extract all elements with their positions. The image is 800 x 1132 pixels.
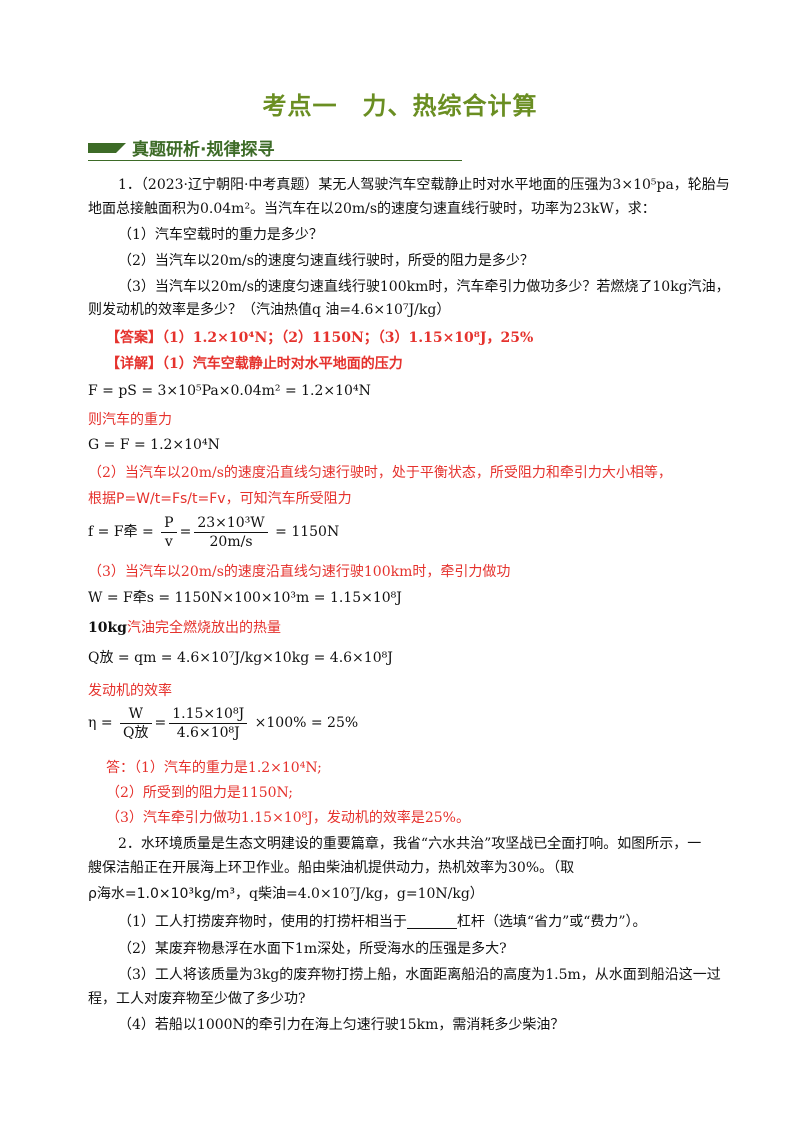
q2-sub3-line2: 程，工人对废弃物至少做了多少功? bbox=[88, 991, 306, 1007]
page-title: 考点一 力、热综合计算 bbox=[262, 92, 538, 120]
q1-detail-efficiency-label: 发动机的效率 bbox=[88, 683, 172, 699]
detail-tag: 【详解】 bbox=[106, 356, 162, 372]
q1-sub3-line2: 则发动机的效率是多少？（汽油热值q 油=4.6×10⁷J/kg） bbox=[88, 302, 451, 318]
q2-sub3-line1: （3）工人将该质量为3kg的废弃物打捞上船，水面距离船沿的高度为1.5m，从水面… bbox=[118, 967, 721, 983]
answer-blank bbox=[406, 914, 457, 929]
q1-eq-gravity: G = F = 1.2×10⁴N bbox=[88, 437, 220, 453]
detail-line1: （1）汽车空载静止时对水平地面的压力 bbox=[162, 356, 403, 372]
q1-detail-line4: 根据P=W/t=Fs/t=Fv，可知汽车所受阻力 bbox=[88, 491, 352, 507]
answer-text: （1）1.2×10⁴N；（2）1150N；（3）1.15×10⁸J，25% bbox=[162, 330, 534, 346]
q2-stem-line3: ρ海水=1.0×10³kg/m³，q柴油=4.0×10⁷J/kg，g=10N/k… bbox=[88, 886, 484, 902]
section-marker-icon bbox=[88, 143, 116, 153]
q1-final-answer-1: 答：（1）汽车的重力是1.2×10⁴N; bbox=[106, 760, 322, 776]
section-header: 真题研析·规律探寻 bbox=[88, 133, 462, 163]
q1-eq-work: W = F牵s = 1150N×100×10³m = 1.15×10⁸J bbox=[88, 590, 402, 606]
section-divider bbox=[88, 160, 462, 161]
q2-stem-line1: 2．水环境质量是生态文明建设的重要篇章，我省“六水共治”攻坚战已全面打响。如图所… bbox=[118, 836, 702, 852]
q1-detail-line3: （2）当汽车以20m/s的速度沿直线匀速行驶时，处于平衡状态，所受阻力和牵引力大… bbox=[88, 465, 672, 481]
q1-final-answer-2: （2）所受到的阻力是1150N; bbox=[106, 785, 294, 801]
q1-stem-line1: 1．（2023·辽宁朝阳·中考真题）某无人驾驶汽车空载静止时对水平地面的压强为3… bbox=[118, 177, 730, 193]
q2-sub4: （4）若船以1000N的牵引力在海上匀速行驶15km，需消耗多少柴油？ bbox=[118, 1017, 565, 1033]
q1-detail-gravity-label: 则汽车的重力 bbox=[88, 412, 172, 428]
q1-final-answer-3: （3）汽车牵引力做功1.15×10⁸J，发动机的效率是25%。 bbox=[106, 810, 470, 826]
section-title: 真题研析·规律探寻 bbox=[132, 140, 275, 160]
q1-detail-line6: 10kg汽油完全燃烧放出的热量 bbox=[88, 620, 281, 636]
q1-sub3-line1: （3）当汽车以20m/s的速度匀速直线行驶100km时，汽车牵引力做功多少？若燃… bbox=[118, 279, 730, 295]
q2-stem-line2: 艘保洁船正在开展海上环卫作业。船由柴油机提供动力，热机效率为30%。（取 bbox=[88, 860, 575, 876]
answer-tag: 【答案】 bbox=[106, 330, 162, 346]
q2-sub2: （2）某废弃物悬浮在水面下1m深处，所受海水的压强是多大? bbox=[118, 941, 507, 957]
q1-answer: 【答案】（1）1.2×10⁴N；（2）1150N；（3）1.15×10⁸J，25… bbox=[106, 328, 533, 348]
q1-sub2: （2）当汽车以20m/s的速度匀速直线行驶时，所受的阻力是多少？ bbox=[118, 253, 534, 269]
q1-detail-line5: （3）当汽车以20m/s的速度沿直线匀速行驶100km时，牵引力做功 bbox=[88, 564, 511, 580]
q1-stem-line2: 地面总接触面积为0.04m²。当汽车在以20m/s的速度匀速直线行驶时，功率为2… bbox=[88, 201, 656, 217]
q1-detail: 【详解】（1）汽车空载静止时对水平地面的压力 bbox=[106, 354, 403, 374]
q2-sub1: （1）工人打捞废弃物时，使用的打捞杆相当于杠杆（选填“省力”或“费力”）。 bbox=[118, 914, 647, 930]
q1-eq-heat: Q放 = qm = 4.6×10⁷J/kg×10kg = 4.6×10⁸J bbox=[88, 650, 393, 666]
q1-sub1: （1）汽车空载时的重力是多少？ bbox=[118, 227, 323, 243]
q1-eq-pressure: F = pS = 3×10⁵Pa×0.04m² = 1.2×10⁴N bbox=[88, 383, 371, 399]
